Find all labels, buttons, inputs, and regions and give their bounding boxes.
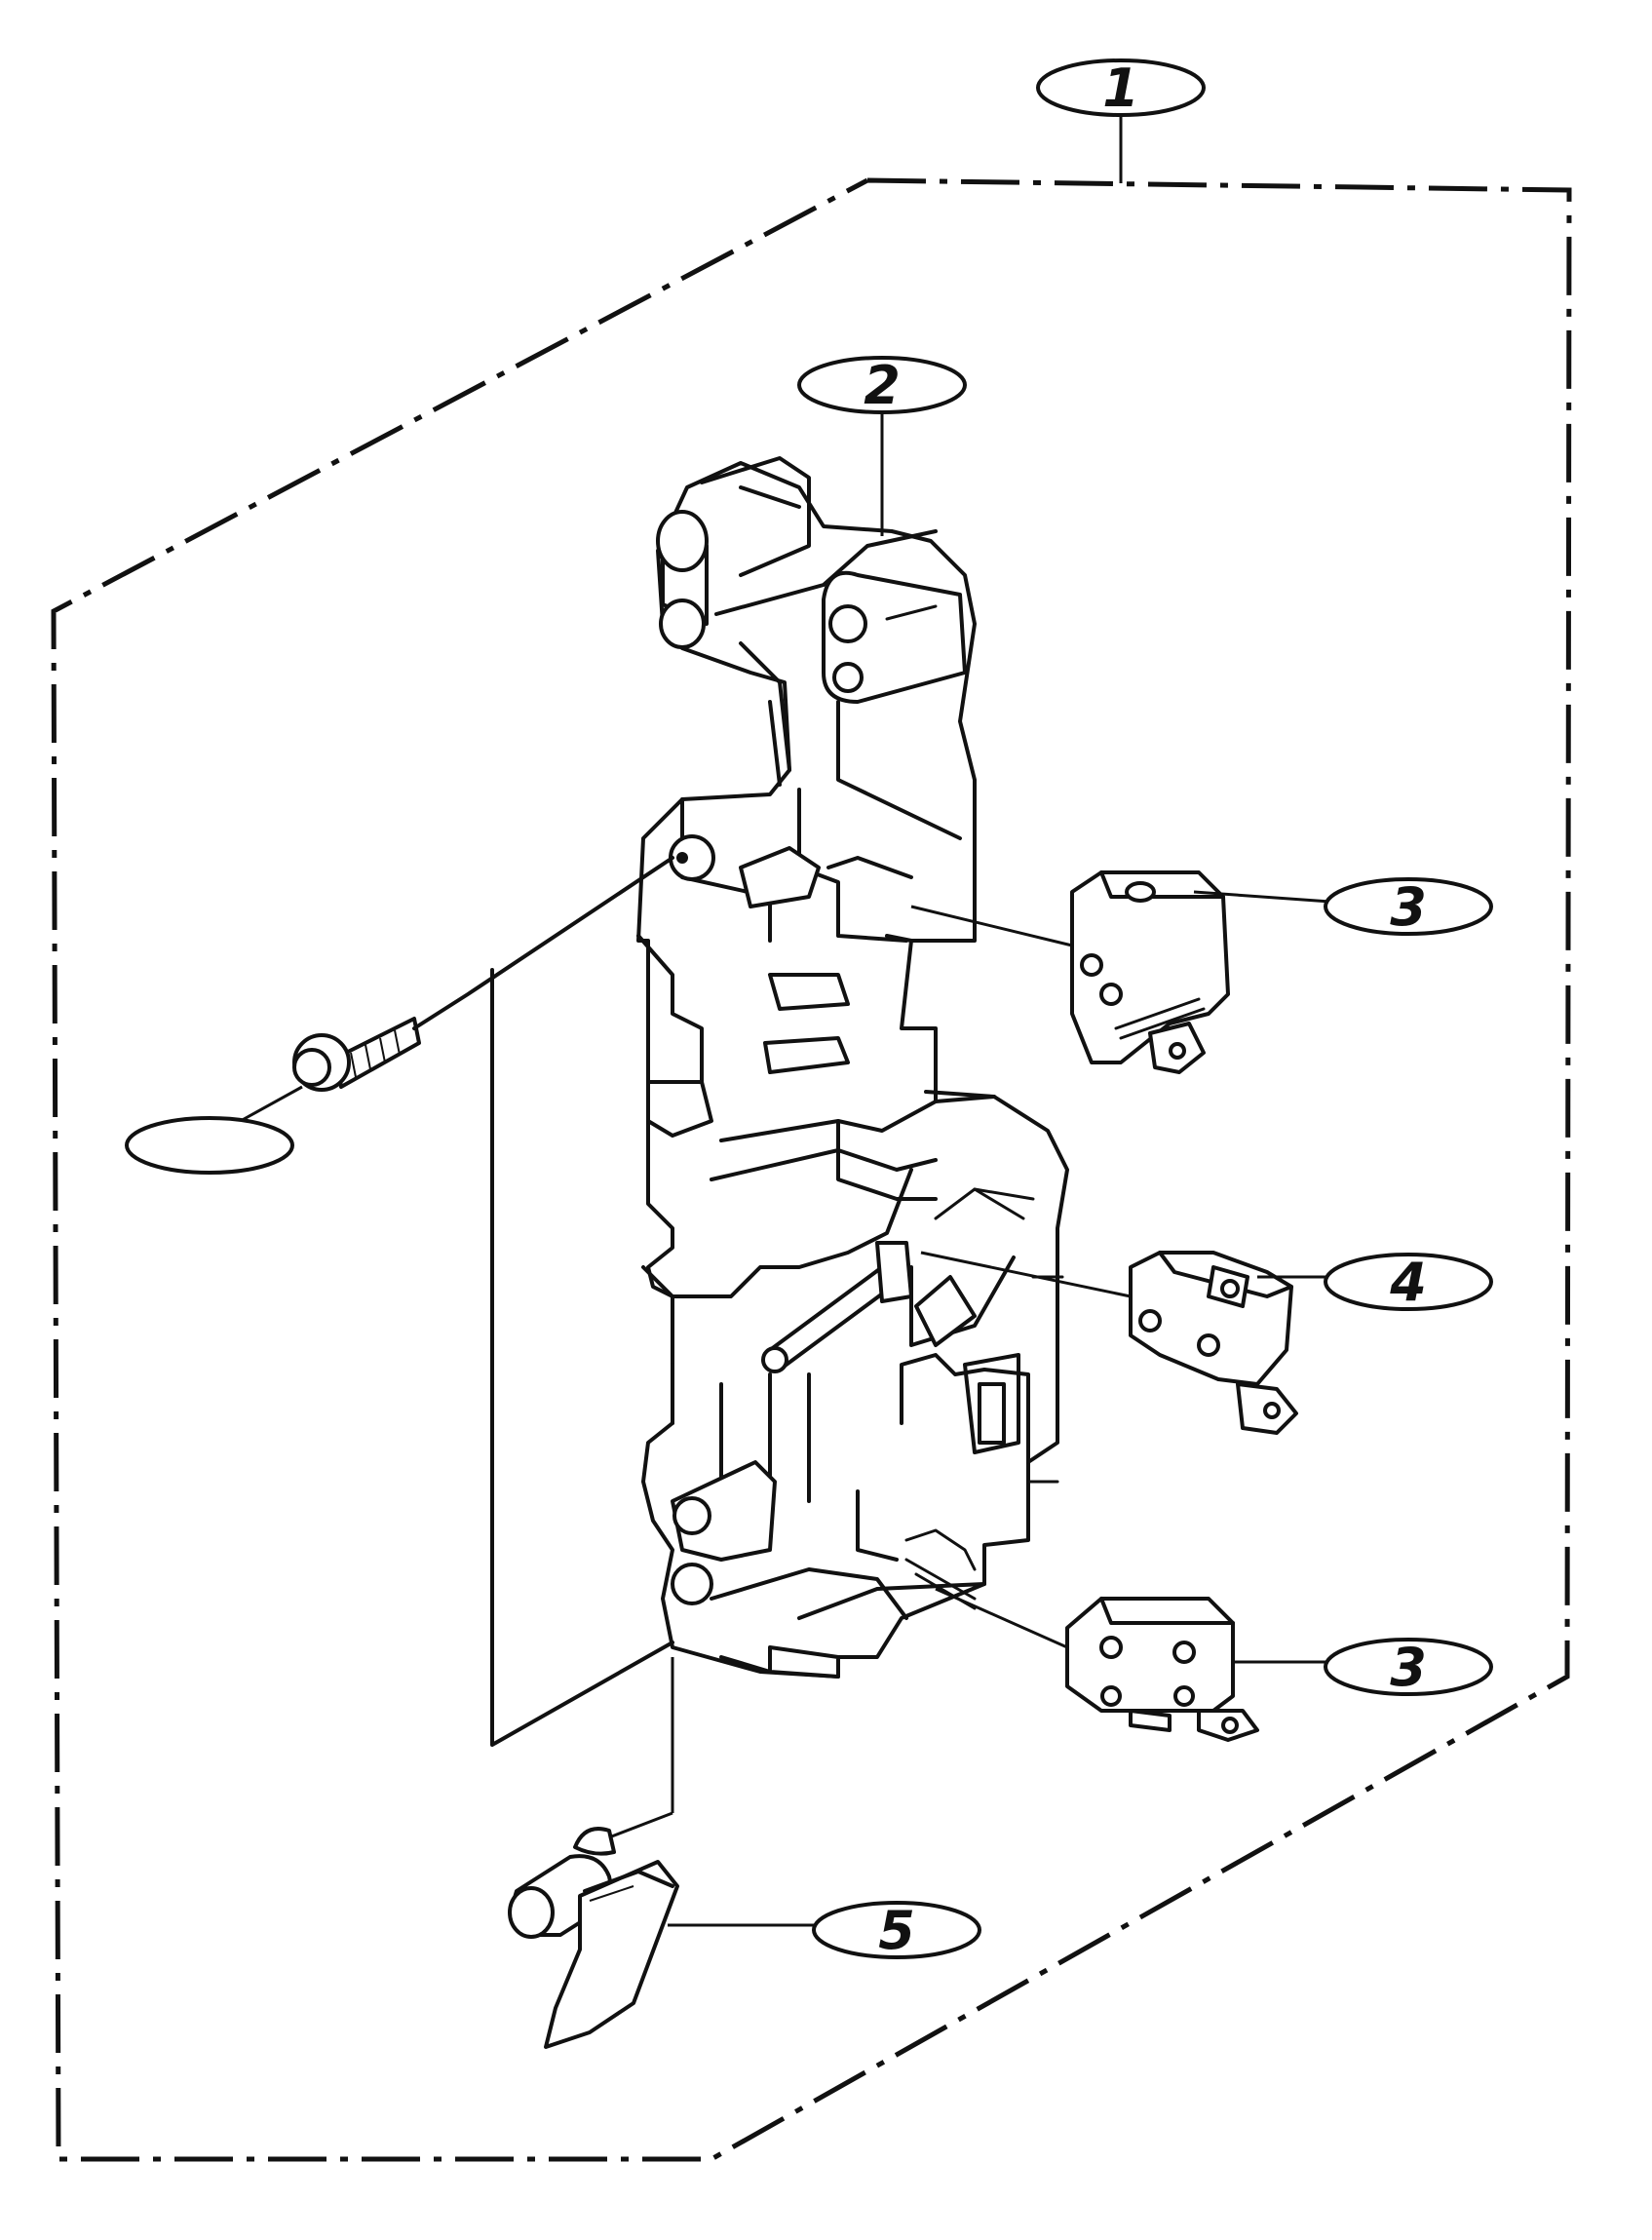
micro-switch-lower (935, 1587, 1259, 1742)
callout-1-label: 1 (1102, 58, 1139, 119)
micro-switch-upper (910, 870, 1230, 1074)
screw (292, 856, 674, 1092)
assembly-boundary (51, 177, 1572, 2162)
callout-2-label: 2 (864, 355, 901, 416)
callout-4: 4 (1257, 1252, 1493, 1313)
mounting-reference-line (490, 968, 674, 1747)
interlock-housing (636, 456, 1069, 1679)
callout-3-upper: 3 (1193, 876, 1493, 938)
callout-screw (125, 1085, 303, 1175)
lever (508, 1657, 679, 2049)
callout-5: 5 (668, 1900, 981, 1961)
callout-1: 1 (1036, 58, 1206, 183)
callout-3-lower: 3 (1233, 1637, 1493, 1698)
callout-4-label: 4 (1389, 1252, 1427, 1313)
callout-3-upper-label: 3 (1390, 876, 1427, 938)
callout-3-lower-label: 3 (1390, 1637, 1427, 1698)
callout-2: 2 (797, 355, 967, 536)
callout-5-label: 5 (878, 1900, 915, 1961)
micro-switch-middle (920, 1251, 1298, 1435)
